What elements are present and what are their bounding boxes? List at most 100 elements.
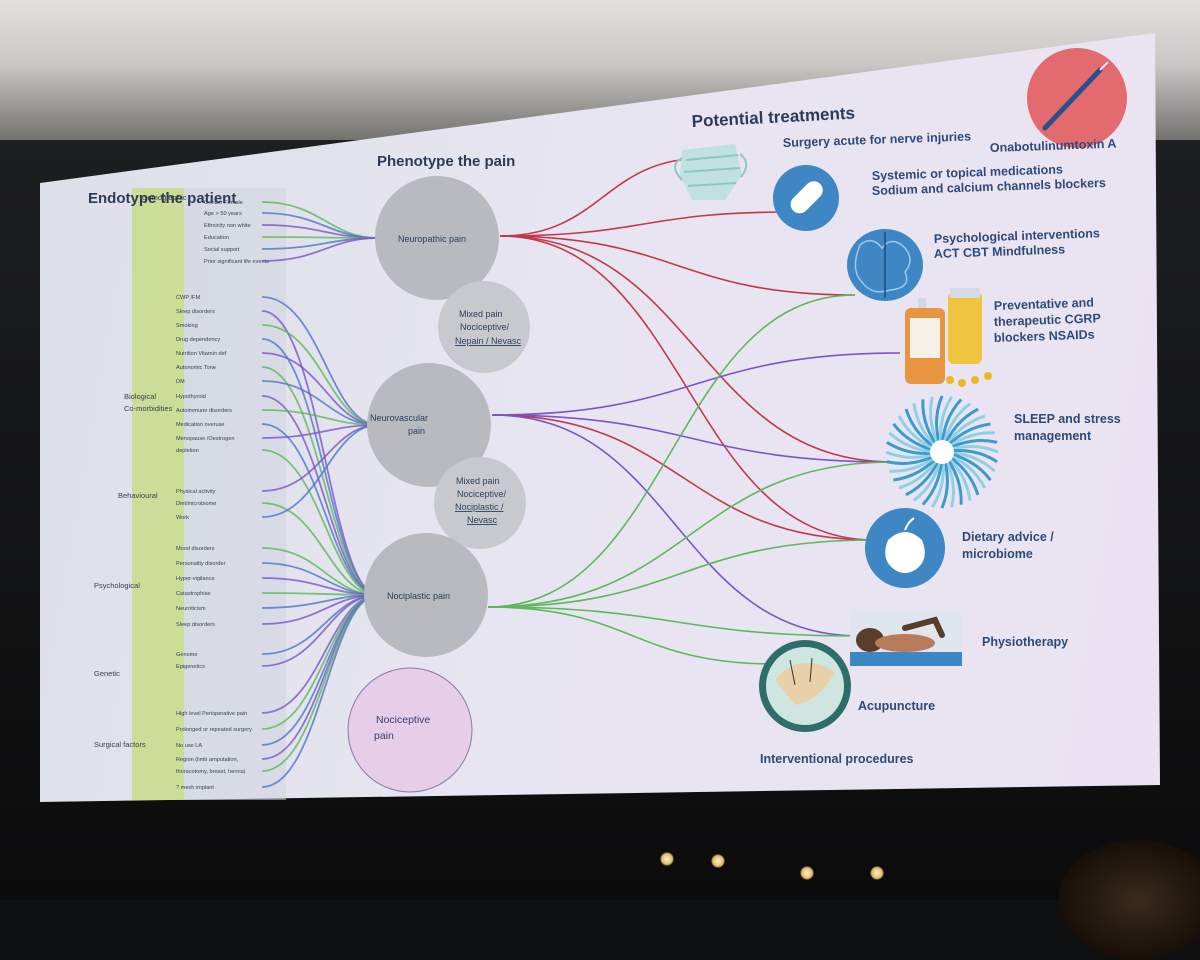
factor-demo-0: Gender Female: [204, 200, 243, 206]
factor-bio-7: Hypothyroid: [176, 394, 206, 400]
category-psych-label: Psychological: [94, 581, 140, 590]
link-nociplastic-to-physio: [487, 606, 861, 637]
link-nociplastic-to-sleep: [487, 461, 894, 608]
factor-gen-0: Genome: [176, 652, 197, 658]
nociceptive-line-1: Nociceptive: [376, 714, 430, 726]
treatment-acu-label: Acupuncture: [858, 699, 935, 713]
mixed-1-line-1: Mixed pain: [459, 309, 503, 319]
face-mask-icon: [674, 144, 748, 200]
link-neuropathic-to-sleep: [499, 235, 894, 463]
factor-surg-5: ? mesh implant: [176, 785, 214, 791]
mixed-1-line-2: Nociceptive/: [460, 322, 510, 332]
factor-link-bio-10: [261, 424, 379, 439]
factor-bio-4: Nutrition Vitamin def: [176, 351, 227, 357]
syringe-icon: [1027, 48, 1127, 148]
factor-demo-1: Age > 50 years: [204, 211, 242, 217]
factor-psych-0: Mood disorders: [176, 546, 215, 552]
factor-bio-0: CWP /FM: [176, 295, 200, 301]
link-neurovascular-to-physio: [491, 414, 861, 637]
factor-gen-1: Epigenetics: [176, 664, 205, 670]
link-nociplastic-to-psych: [487, 294, 856, 608]
treatment-cgrp-line-2: therapeutic CGRP: [994, 311, 1101, 329]
factor-demo-2: Ethnicity non white: [204, 223, 251, 229]
link-neuropathic-to-diet: [499, 235, 875, 541]
phenotype-heading: Phenotype the pain: [377, 153, 515, 170]
spiral-icon: [885, 395, 999, 509]
category-column-bar: [132, 188, 184, 800]
link-neuropathic-to-systemic: [499, 211, 789, 237]
nociceptive-line-2: pain: [374, 730, 394, 742]
factor-link-demo-5: [261, 237, 379, 262]
treatment-cgrp-line-3: blockers NSAIDs: [994, 327, 1095, 345]
category-behav-label: Behavioural: [118, 491, 158, 500]
treatment-psych-line-2: ACT CBT Mindfulness: [934, 242, 1066, 261]
light-1: [660, 852, 674, 866]
link-neuropathic-to-surgery: [499, 157, 707, 237]
pain-node-neuropathic: Neuropathic pain: [375, 176, 499, 300]
factor-demo-5: Prior significant life events: [204, 259, 269, 265]
treatment-systemic-line-1: Systemic or topical medications: [872, 162, 1063, 183]
massage-icon: [850, 610, 962, 666]
factor-link-bio-5: [261, 366, 379, 596]
ceiling-lights: [0, 840, 1200, 900]
treatment-physio-label: Physiotherapy: [982, 635, 1068, 649]
factor-bio-9: Medication overuse: [176, 422, 225, 428]
treatment-botox-label: Onabotulinumtoxin A: [990, 137, 1117, 155]
treatment-interv-label: Interventional procedures: [760, 752, 914, 766]
link-nociplastic-to-acu: [487, 606, 777, 665]
acupuncture-icon: [759, 640, 851, 732]
pill-icon: [773, 165, 839, 231]
factor-psych-3: Catastrophise: [176, 591, 211, 597]
category-bio-label: Biological: [124, 392, 156, 401]
factor-bio-11: depletion: [176, 448, 199, 454]
factor-surg-0: High level Perioperative pain: [176, 711, 247, 717]
factor-psych-4: Neuroticism: [176, 606, 206, 612]
treatment-diet-line-2: microbiome: [962, 547, 1033, 561]
factor-link-bio-0: [261, 296, 379, 426]
factor-psych-1: Personality disorder: [176, 561, 226, 567]
factor-bio-6: DM: [176, 379, 185, 385]
pain-node-mixed-1: Mixed pain Nociceptive/ Nepain / Nevasc: [438, 281, 530, 373]
pill-bottles-icon: [905, 288, 992, 387]
factor-link-behav-2: [261, 424, 379, 518]
factor-link-bio-8: [261, 409, 379, 426]
link-neurovascular-to-cgrp: [491, 352, 901, 416]
mixed-2-line-1: Mixed pain: [456, 476, 500, 486]
category-bio-label: Co-morbidities: [124, 404, 173, 413]
factor-link-bio-9: [261, 423, 379, 596]
factor-link-bio-2: [261, 324, 379, 426]
factor-link-bio-3: [261, 338, 379, 596]
factor-link-bio-1: [261, 310, 379, 596]
factor-behav-1: Diet/microbiome: [176, 501, 216, 507]
factor-link-bio-6: [261, 380, 379, 426]
light-2: [711, 854, 725, 868]
link-nociplastic-to-diet: [487, 539, 875, 608]
slide-diagram: Endotype the patient Phenotype the pain …: [88, 48, 1127, 800]
link-neurovascular-to-sleep: [491, 414, 894, 463]
factor-link-surg-5: [261, 594, 379, 788]
treatment-sleep-line-2: management: [1014, 429, 1092, 443]
connection-lines: [261, 157, 901, 788]
factor-bio-5: Autonomic Tone: [176, 365, 216, 371]
spiral-core: [930, 440, 954, 464]
neurovascular-line-2: pain: [408, 426, 425, 436]
factor-surg-3: Region (limb amputation,: [176, 757, 239, 763]
factor-bio-1: Sleep disorders: [176, 309, 215, 315]
factor-link-behav-1: [261, 502, 379, 596]
factor-link-gen-1: [261, 594, 379, 667]
category-gen-label: Genetic: [94, 669, 120, 678]
factor-bio-3: Drug dependency: [176, 337, 220, 343]
factor-surg-1: Prolonged or repeated surgery: [176, 727, 252, 733]
apple-icon: [865, 508, 945, 588]
treatments-heading: Potential treatments: [691, 103, 855, 131]
pain-node-nociplastic-label: Nociplastic pain: [387, 591, 450, 601]
mixed-2-line-4: Nevasc: [467, 515, 498, 525]
pain-node-mixed-2: Mixed pain Nociceptive/ Nociplastic / Ne…: [434, 457, 526, 549]
factor-link-bio-4: [261, 352, 379, 426]
mixed-2-line-2: Nociceptive/: [457, 489, 507, 499]
mixed-2-line-3: Nociplastic /: [455, 502, 504, 512]
mixed-1-line-3: Nepain / Nevasc: [455, 336, 522, 346]
factor-psych-2: Hyper-vigilance: [176, 576, 215, 582]
treatment-psych-line-1: Psychological interventions: [934, 226, 1100, 246]
